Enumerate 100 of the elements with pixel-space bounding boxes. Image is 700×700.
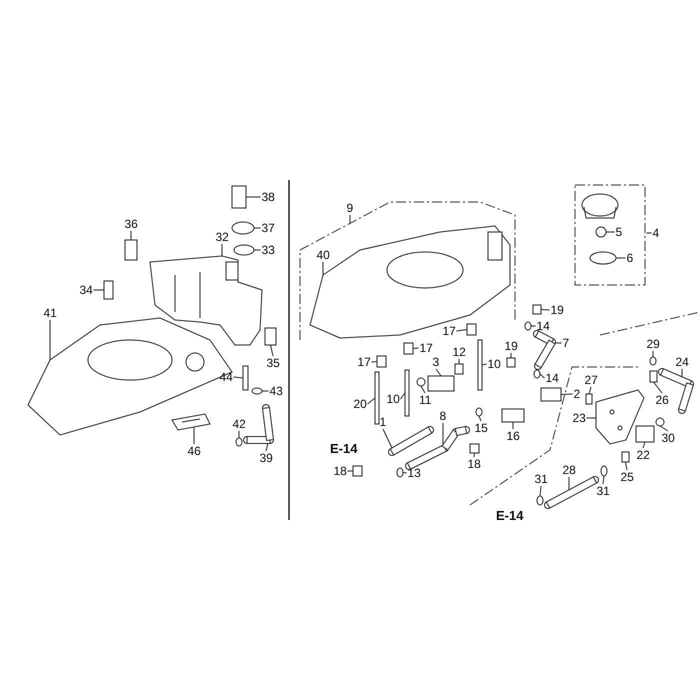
grommet-drawing [404,342,414,354]
leader-line [347,470,354,472]
washer-drawing [590,252,616,264]
callout-number: 35 [266,356,281,370]
joint-drawing [428,376,454,392]
bolt-drawing [242,366,248,390]
callout-number: 30 [660,431,676,445]
leader-line [233,376,244,378]
callout-number: 15 [474,421,489,435]
leader-line [420,386,426,394]
callout-number: 28 [562,463,577,477]
callout-number: 2 [572,387,582,401]
engine-shroud-drawing [309,225,510,338]
hose-drawing [658,368,694,414]
leader-line [371,361,378,362]
leader-line [512,422,514,430]
clamp-drawing [524,322,532,330]
callout-number: 42 [232,417,247,431]
leader-line [560,394,573,395]
leader-line [568,476,570,490]
leader-line [246,196,261,198]
leader-line [474,452,475,458]
callout-number: 41 [42,306,58,320]
leader-line [602,476,604,484]
callout-number: 36 [124,217,139,231]
grommet-drawing [466,324,476,336]
callout-number: 14 [544,371,560,385]
callout-number: 44 [218,370,234,384]
bolt-drawing [586,394,592,404]
callout-number: 10 [386,392,401,406]
callout-number: 17 [418,341,434,355]
nut-drawing [506,358,516,368]
callout-number: 40 [316,248,331,262]
callout-number: 16 [506,429,521,443]
nut-drawing [532,304,542,314]
hose-drawing [533,330,556,370]
clamp-drawing [396,468,404,478]
leader-line [652,350,654,358]
callout-number: 4 [652,226,660,240]
callout-number: 25 [620,470,635,484]
callout-number: 13 [406,466,422,480]
stud-drawing [404,370,410,416]
leader-line [322,262,324,276]
callout-number: 3 [432,355,440,369]
clip-drawing [264,328,276,346]
fitting-drawing [502,408,524,422]
bolt-drawing [622,452,630,462]
callout-number: 7 [562,336,570,350]
stud-drawing [374,372,380,424]
clamp-drawing [476,408,482,416]
callout-number: 1 [378,415,388,429]
fitting-drawing [540,388,562,402]
nut-drawing [470,444,480,454]
bracket-drawing [596,389,645,445]
leader-line [402,472,407,474]
leader-line [270,344,274,356]
callout-number: 33 [260,243,276,257]
engine-shroud-drawing [27,317,233,436]
nut-drawing [232,222,254,234]
callout-number: 38 [260,190,276,204]
leader-line [412,348,419,349]
leader-line [266,442,268,452]
leader-line [478,416,482,422]
leader-line [482,364,487,366]
callout-number: 46 [186,444,202,458]
callout-number: 11 [418,393,432,407]
clamp-drawing [236,438,242,446]
callout-number: 31 [534,472,549,486]
clamp-drawing [600,466,608,476]
callout-number: 20 [352,397,368,411]
callout-number: 8 [438,409,448,423]
reference-label: E-14 [330,441,358,456]
leader-line [540,374,545,378]
bolt-drawing [454,364,464,374]
callout-number: 19 [550,303,565,317]
clamp-drawing [536,496,544,506]
grommet-drawing [376,356,386,368]
reference-label: E-14 [496,508,524,523]
leader-line [400,392,406,400]
callout-number: 34 [78,283,94,297]
clamp-drawing [534,370,540,378]
leader-line [262,390,269,392]
leader-line [646,232,652,234]
leader-line [540,486,542,496]
stud-drawing [478,340,482,390]
leader-line [130,230,132,240]
clip-drawing [124,240,138,260]
tube-drawing [388,426,434,456]
callout-number: 5 [614,225,624,239]
callout-number: 26 [654,393,670,407]
callout-number: 12 [452,345,467,359]
valve-drawing [636,426,654,442]
clamp-drawing [650,356,656,366]
callout-number: 6 [626,251,634,265]
nut-drawing [416,378,426,386]
callout-number: 37 [260,221,276,235]
callout-number: 29 [646,337,661,351]
callout-number: 19 [504,339,519,353]
callout-number: 18 [466,457,482,471]
leader-line [653,382,662,394]
